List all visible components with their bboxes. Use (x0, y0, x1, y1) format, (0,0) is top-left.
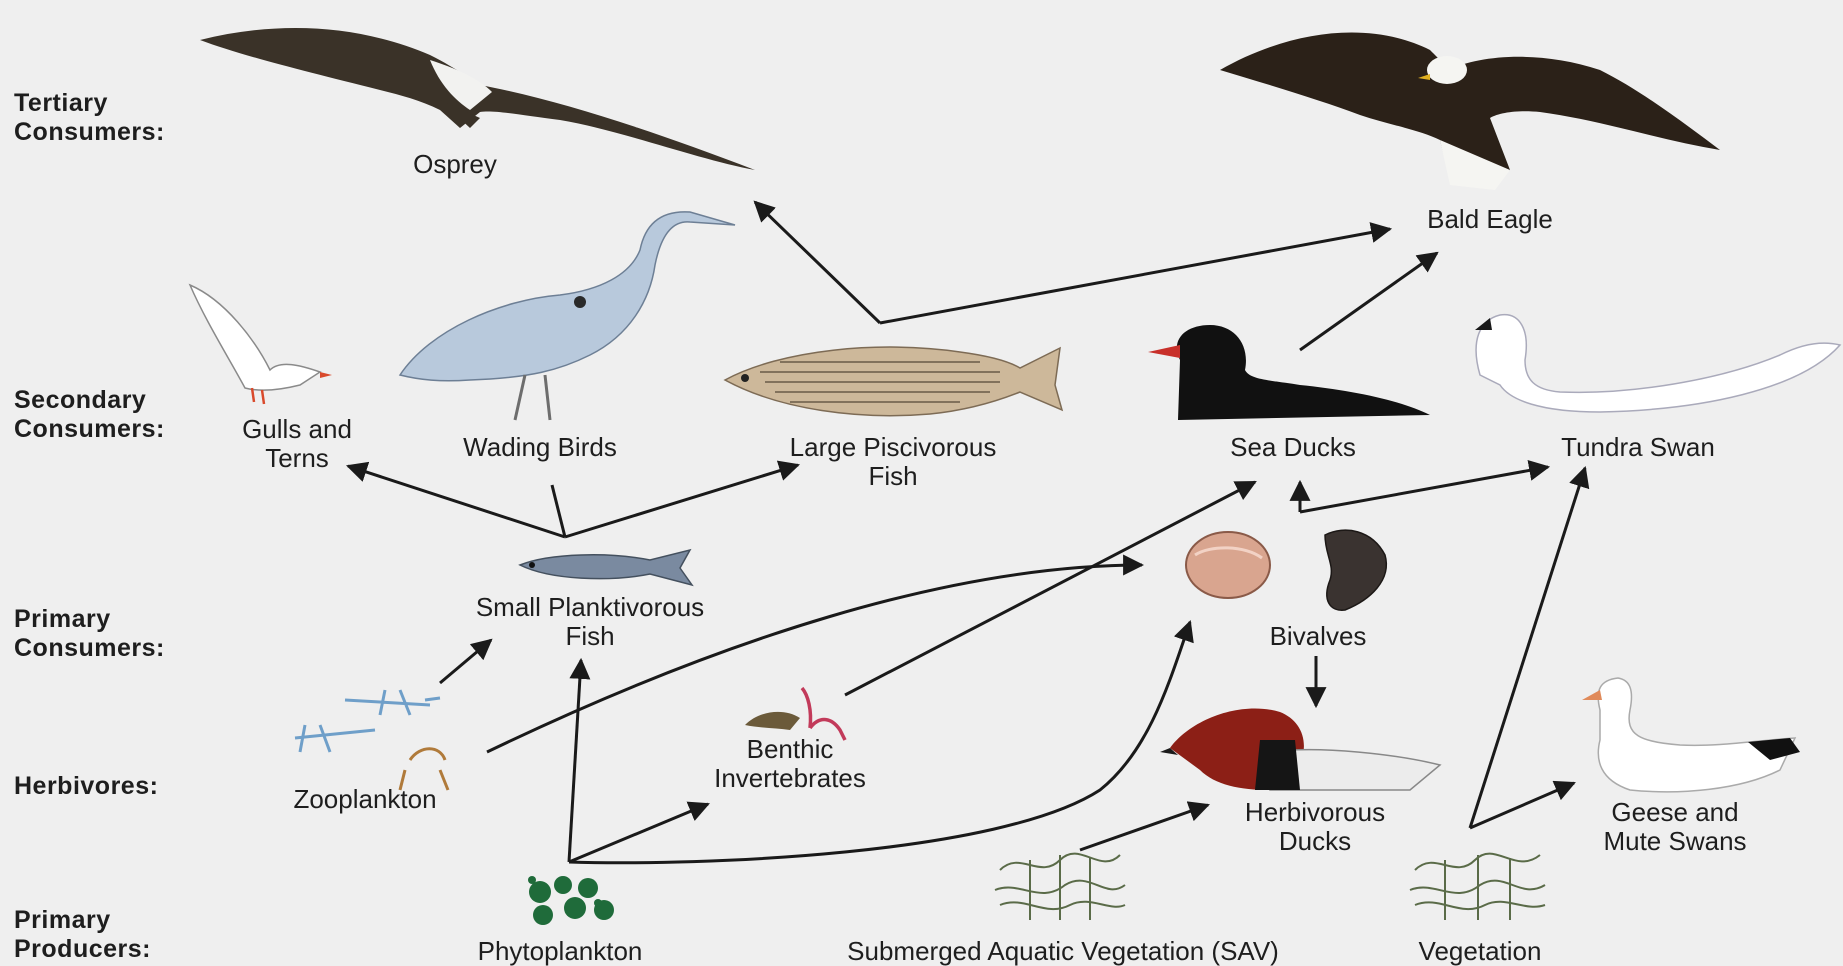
label-herbivorous-ducks: Herbivorous Ducks (1245, 798, 1385, 856)
level-label-primary: Primary Consumers: (14, 605, 165, 663)
bivalves-illustration (1186, 530, 1386, 610)
arrow-benthic-to-sea-ducks (845, 482, 1255, 695)
label-osprey: Osprey (413, 150, 497, 179)
label-sea-ducks: Sea Ducks (1230, 433, 1356, 462)
sea-duck-illustration (1148, 325, 1430, 420)
label-wading-birds: Wading Birds (463, 433, 617, 462)
arrow-phytoplankton-to-small-fish (569, 660, 581, 862)
level-label-producers: Primary Producers: (14, 906, 151, 964)
level-label-secondary: Secondary Consumers: (14, 386, 165, 444)
label-zooplankton: Zooplankton (293, 785, 436, 814)
arrow-sav-to-herbivorous-ducks (1080, 805, 1208, 850)
label-bivalves: Bivalves (1270, 622, 1367, 651)
arrow-large-fish-to-osprey (755, 202, 880, 323)
label-phytoplankton: Phytoplankton (478, 937, 643, 966)
phytoplankton-illustration (528, 876, 614, 925)
vegetation-illustration (1410, 854, 1545, 920)
label-large-fish: Large Piscivorous Fish (790, 433, 997, 491)
herbivorous-duck-illustration (1160, 708, 1440, 790)
label-benthic-invertebrates: Benthic Invertebrates (714, 735, 866, 793)
arrow-phytoplankton-to-benthic (569, 804, 708, 862)
line-small-fish-to-wading-birds (552, 485, 565, 537)
benthic-illustration (745, 688, 845, 740)
label-vegetation: Vegetation (1419, 937, 1542, 966)
arrow-phytoplankton-to-bivalves (569, 622, 1190, 863)
label-gulls-terns: Gulls and Terns (242, 415, 352, 473)
label-geese-mute-swans: Geese and Mute Swans (1603, 798, 1746, 856)
small-fish-illustration (520, 550, 692, 585)
label-sav: Submerged Aquatic Vegetation (SAV) (847, 937, 1279, 966)
arrow-bivalves-to-tundra-swan (1300, 467, 1548, 512)
arrow-small-fish-to-gulls (348, 466, 565, 537)
arrow-large-fish-to-bald-eagle (880, 229, 1390, 323)
sav-illustration (995, 854, 1125, 920)
heron-illustration (400, 212, 735, 420)
label-bald-eagle: Bald Eagle (1427, 205, 1553, 234)
arrow-sea-ducks-to-bald-eagle (1300, 253, 1437, 350)
arrow-small-fish-to-large-fish (565, 465, 798, 537)
label-small-fish: Small Planktivorous Fish (476, 593, 704, 651)
level-label-tertiary: Tertiary Consumers: (14, 89, 165, 147)
tern-illustration (190, 285, 332, 404)
large-fish-illustration (725, 347, 1062, 416)
arrow-vegetation-to-tundra-swan (1470, 468, 1585, 828)
label-tundra-swan: Tundra Swan (1561, 433, 1715, 462)
arrow-vegetation-to-geese (1470, 783, 1574, 828)
tundra-swan-illustration (1475, 315, 1840, 412)
geese-illustration (1582, 678, 1800, 792)
zooplankton-illustration (295, 690, 448, 790)
bald-eagle-illustration (1220, 33, 1720, 190)
level-label-herbivores: Herbivores: (14, 772, 158, 801)
